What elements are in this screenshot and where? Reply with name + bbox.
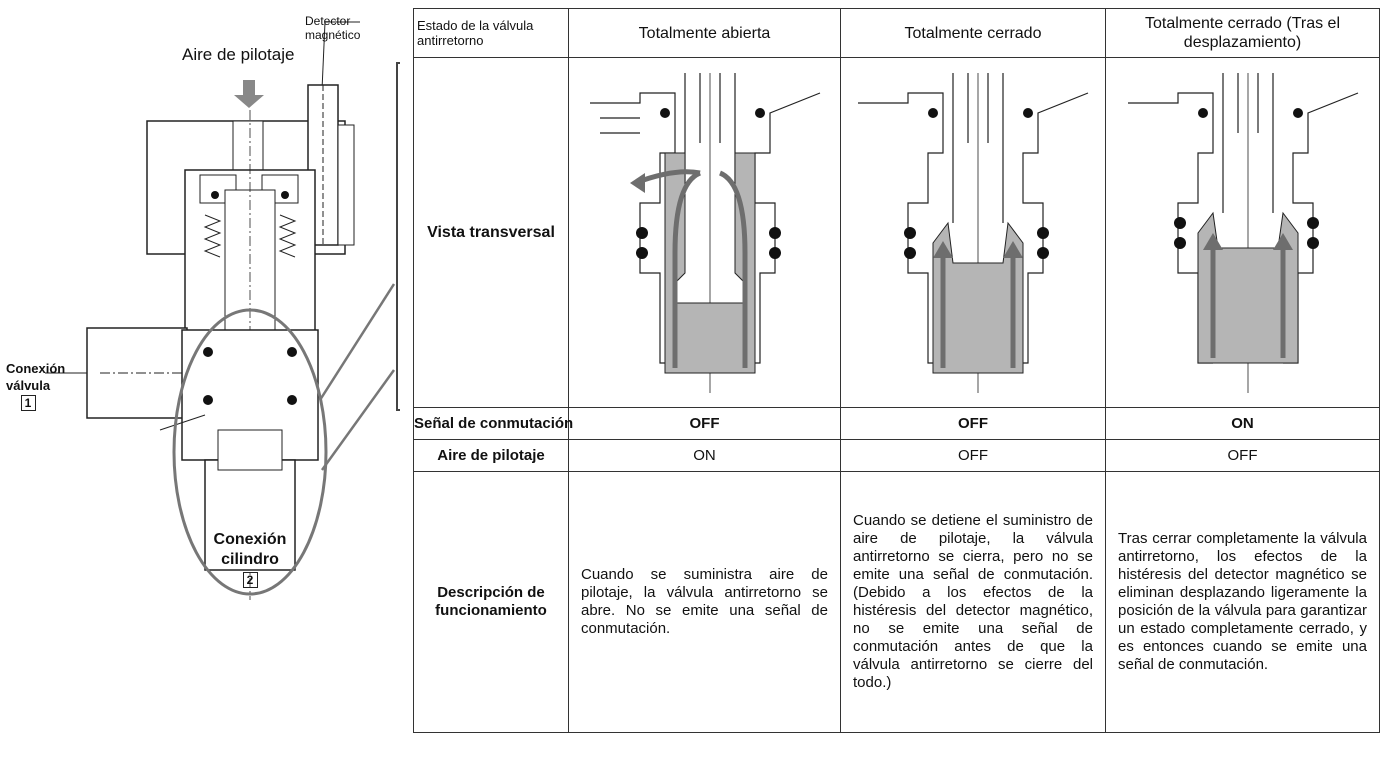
valve-port-label-line1: Conexión [6, 361, 66, 376]
valve-assembly-drawing [45, 21, 400, 600]
description-label: Descripción de funcionamiento [413, 471, 569, 733]
cylinder-port-number: 2 [242, 572, 258, 588]
check-valve-state-table: Estado de la válvula antirretorno Totalm… [413, 8, 1380, 733]
pilot-air-row: Aire de pilotaje ON OFF OFF [413, 439, 1380, 472]
cylinder-port-label-line2: cilindro [221, 551, 279, 568]
switch-signal-open: OFF [568, 407, 841, 440]
cross-section-label: Vista transversal [413, 57, 569, 408]
description-row: Descripción de funcionamiento Cuando se … [413, 471, 1380, 733]
table-header-row: Estado de la válvula antirretorno Totalm… [413, 8, 1380, 58]
switch-signal-closed: OFF [840, 407, 1106, 440]
header-row-label: Estado de la válvula antirretorno [413, 8, 569, 58]
pilot-air-arrow-icon [234, 80, 264, 108]
valve-port-label-line2: válvula [6, 378, 51, 393]
description-after-shift: Tras cerrar completamente la válvula ant… [1105, 471, 1380, 733]
pilot-air-row-label: Aire de pilotaje [413, 439, 569, 472]
cross-section-open [568, 57, 841, 408]
switch-signal-row: Señal de conmutación OFF OFF ON [413, 407, 1380, 440]
cross-section-closed-drawing [858, 72, 1089, 393]
description-open: Cuando se suministra aire de pilotaje, l… [568, 471, 841, 733]
pilot-air-closed: OFF [840, 439, 1106, 472]
valve-assembly-figure: Detector magnético Aire de pilotaje Cone… [0, 0, 400, 774]
cylinder-port-label: Conexión cilindro 2 [195, 530, 305, 590]
pilot-air-after-shift: OFF [1105, 439, 1380, 472]
cross-section-open-drawing [589, 72, 820, 393]
pilot-air-open: ON [568, 439, 841, 472]
cross-section-closed [840, 57, 1106, 408]
cross-section-after-shift-drawing [1127, 72, 1358, 393]
description-closed: Cuando se detiene el suministro de aire … [840, 471, 1106, 733]
valve-port-number: 1 [20, 395, 36, 411]
detector-label: Detector magnético [305, 14, 361, 42]
cross-section-after-shift [1105, 57, 1380, 408]
header-col-fully-closed: Totalmente cerrado [840, 8, 1106, 58]
pilot-air-label: Aire de pilotaje [182, 45, 295, 64]
header-col-closed-after-shift: Totalmente cerrado (Tras el desplazamien… [1105, 8, 1380, 58]
header-col-fully-open: Totalmente abierta [568, 8, 841, 58]
cross-section-row: Vista transversal [413, 57, 1380, 408]
switch-signal-label: Señal de conmutación [413, 407, 573, 440]
switch-signal-after-shift: ON [1105, 407, 1380, 440]
valve-port-label: Conexión válvula 1 [6, 360, 66, 411]
cylinder-port-label-line1: Conexión [213, 531, 287, 548]
